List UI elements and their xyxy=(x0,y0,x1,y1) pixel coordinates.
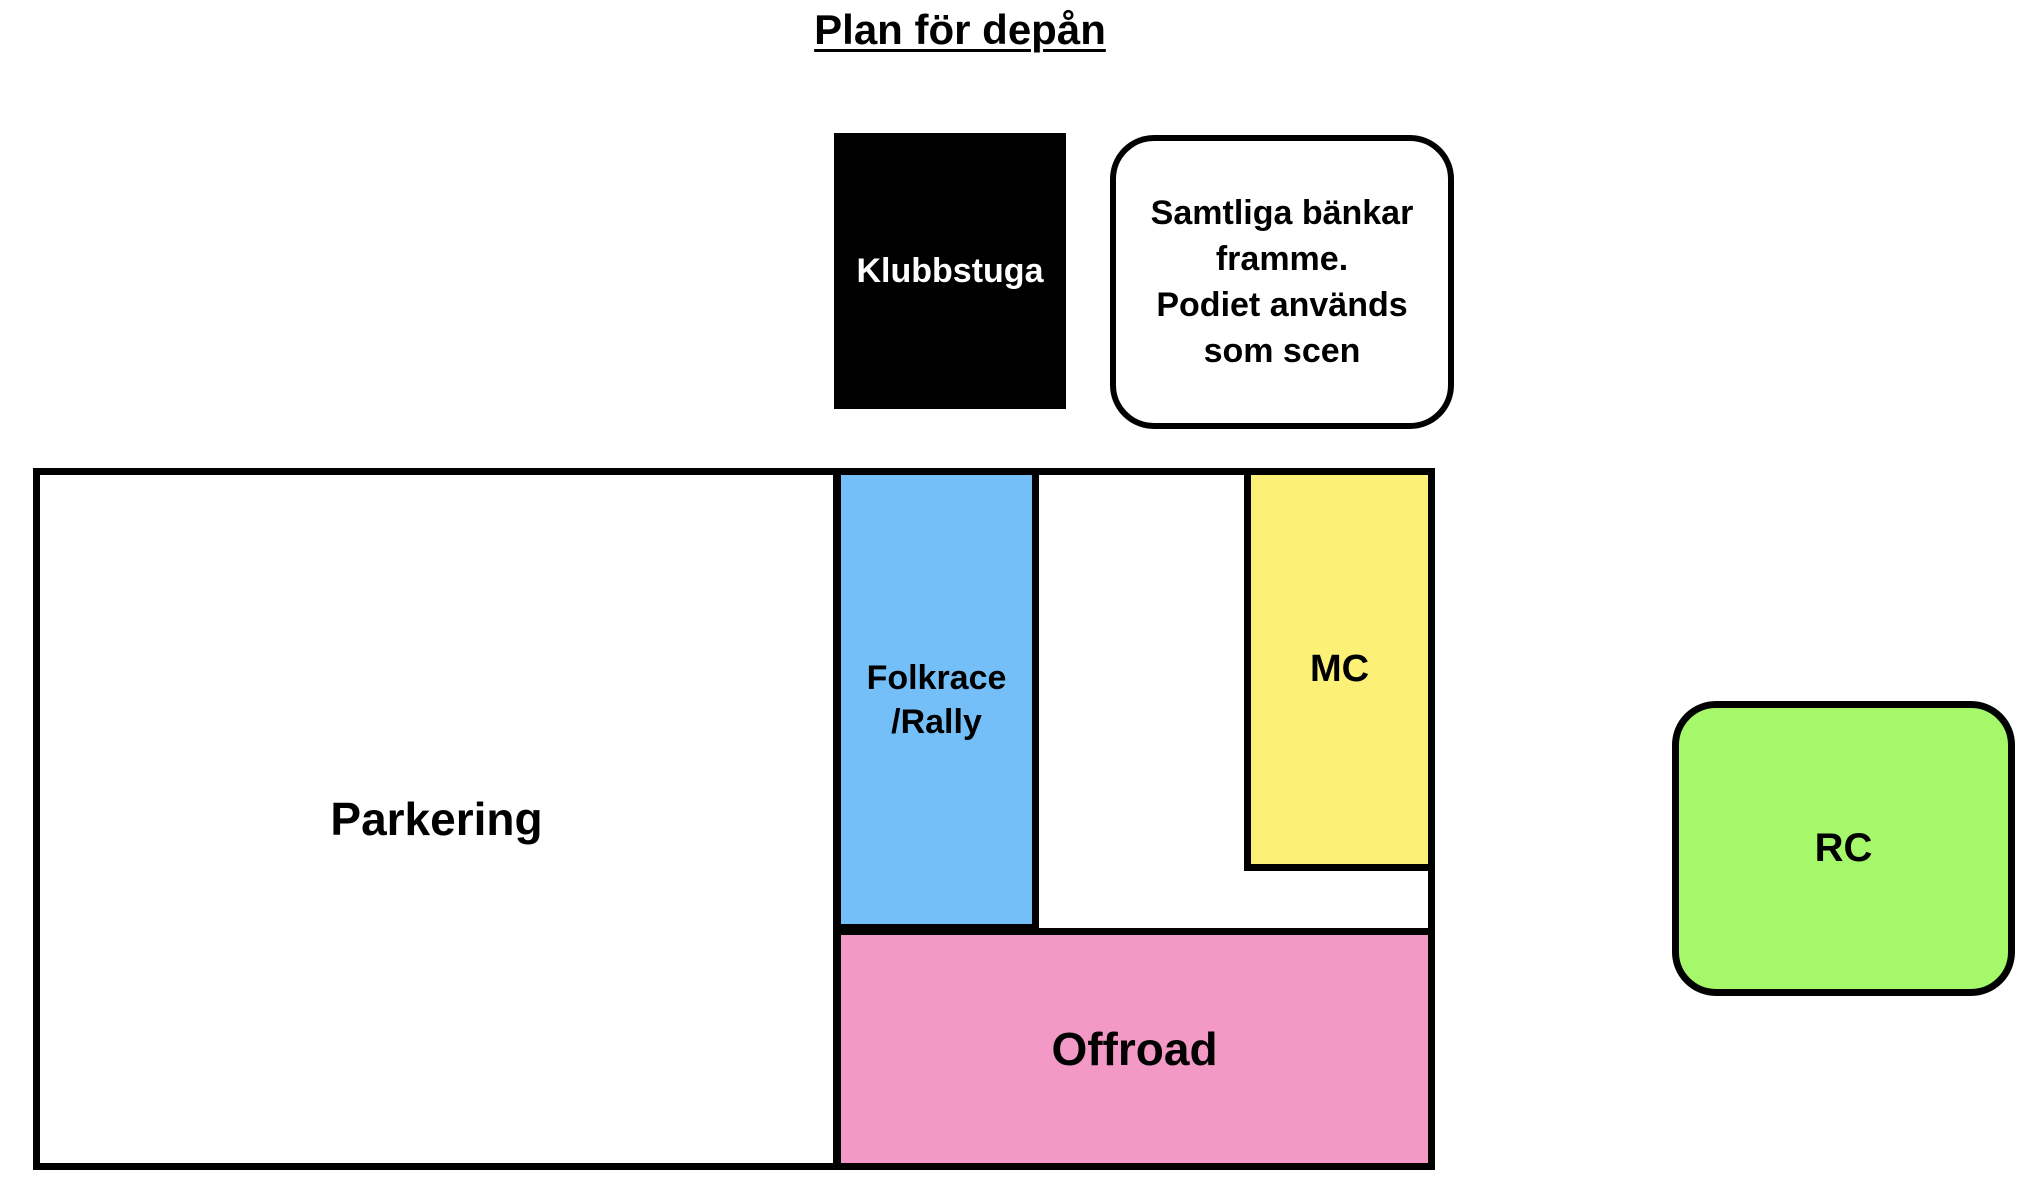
folkrace-label-line-2: /Rally xyxy=(891,702,982,741)
folkrace-rally-area: Folkrace /Rally xyxy=(834,468,1039,931)
offroad-area: Offroad xyxy=(834,928,1435,1170)
benches-note-box: Samtliga bänkar framme. Podiet används s… xyxy=(1110,135,1454,429)
mc-label: MC xyxy=(1309,648,1370,690)
rc-area: RC xyxy=(1672,701,2015,996)
mc-area: MC xyxy=(1244,468,1435,871)
map-title: Plan för depån xyxy=(814,6,1106,53)
klubbstuga-label: Klubbstuga xyxy=(856,251,1044,290)
parkering-area: Parkering xyxy=(33,468,840,1170)
note-line-1: Samtliga bänkar xyxy=(1150,194,1414,232)
folkrace-label-line-1: Folkrace xyxy=(866,658,1007,697)
note-line-2: framme. xyxy=(1215,240,1349,278)
note-line-3: Podiet används xyxy=(1156,286,1408,324)
rc-label: RC xyxy=(1814,826,1873,870)
parkering-label: Parkering xyxy=(330,793,543,845)
note-line-4: som scen xyxy=(1203,332,1361,370)
klubbstuga-building: Klubbstuga xyxy=(834,133,1066,409)
offroad-label: Offroad xyxy=(1051,1023,1218,1075)
